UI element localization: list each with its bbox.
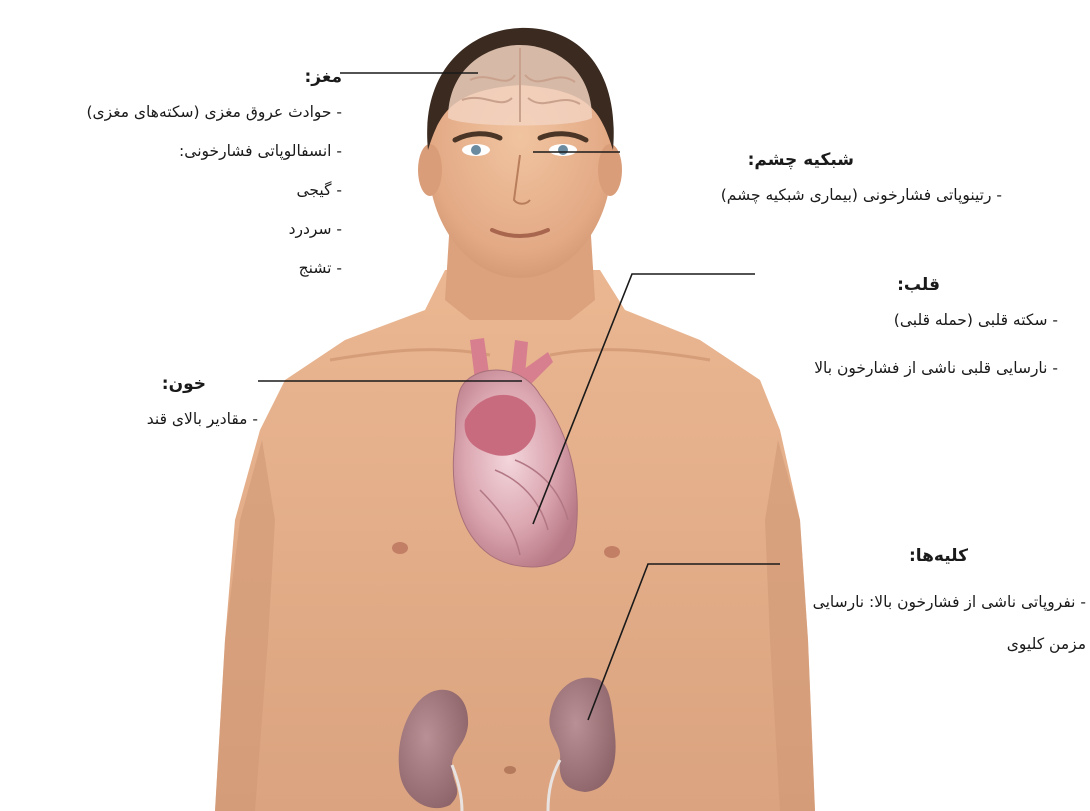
left-ear bbox=[418, 144, 442, 196]
brain-item-seizure: - تشنج bbox=[0, 258, 342, 278]
kidneys-label-block: کلیه‌ها: - نفروپاتی ناشی از فشارخون بالا… bbox=[796, 545, 1086, 684]
blood-heading: خون: bbox=[58, 373, 206, 395]
heart-item-infarction: - سکته قلبی (حمله قلبی) bbox=[768, 310, 1058, 330]
brain-heading: مغز: bbox=[0, 66, 342, 88]
brain-item-encephalopathy: - انسفالوپاتی فشارخونی: bbox=[0, 141, 342, 161]
heart-heading: قلب: bbox=[768, 274, 940, 296]
retina-heading: شبکیه چشم: bbox=[602, 149, 854, 171]
kidneys-item-nephropathy: - نفروپاتی ناشی از فشارخون بالا: نارسایی… bbox=[796, 581, 1086, 665]
heart-label-block: قلب: - سکته قلبی (حمله قلبی) - نارسایی ق… bbox=[768, 274, 1058, 406]
brain-item-headache: - سردرد bbox=[0, 219, 342, 239]
brain-item-stroke: - حوادث عروق مغزی (سکته‌های مغزی) bbox=[0, 102, 342, 122]
brain-item-confusion: - گیجی bbox=[0, 180, 342, 200]
retina-item-retinopathy: - رتینوپاتی فشارخونی (بیماری شبکیه چشم) bbox=[602, 185, 1002, 205]
blood-item-sugar: - مقادیر بالای قند bbox=[58, 409, 258, 429]
heart-item-failure: - نارسایی قلبی ناشی از فشارخون بالا bbox=[768, 349, 1058, 387]
kidneys-heading: کلیه‌ها: bbox=[796, 545, 968, 567]
blood-label-block: خون: - مقادیر بالای قند bbox=[58, 373, 258, 448]
brain-label-block: مغز: - حوادث عروق مغزی (سکته‌های مغزی) -… bbox=[0, 66, 342, 297]
retina-label-block: شبکیه چشم: - رتینوپاتی فشارخونی (بیماری … bbox=[602, 149, 1002, 224]
